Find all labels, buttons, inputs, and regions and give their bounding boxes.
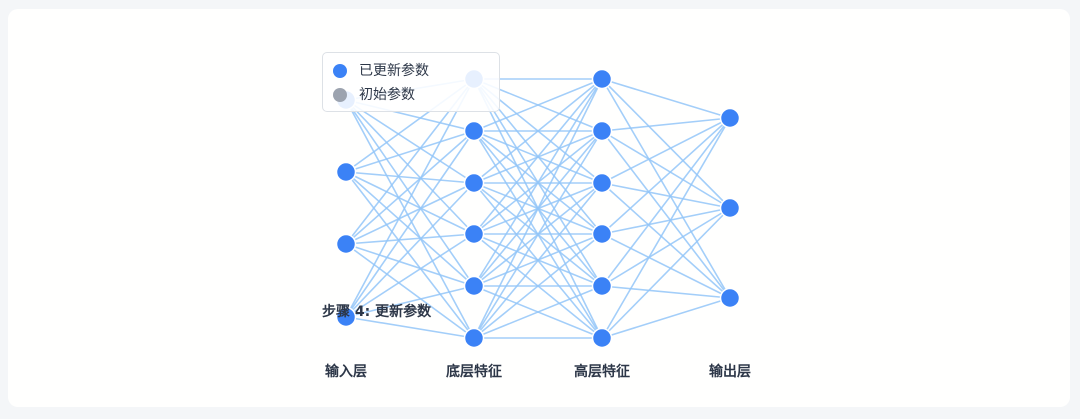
connection-low-1-high-0 [473,78,603,132]
connection-input-0-low-4 [345,99,475,287]
neuron-high-0 [591,68,613,90]
connection-low-2-high-0 [473,78,603,184]
connection-input-1-low-2 [345,171,475,184]
neuron-output-0 [719,107,741,129]
connection-input-2-low-2 [345,182,475,245]
connection-high-4-output-1 [601,207,731,287]
connection-input-2-low-5 [345,243,475,339]
connection-high-2-output-0 [601,117,731,184]
legend-item-updated: 已更新参数 [333,61,429,81]
neuron-high-3 [591,223,613,245]
step-label: 步骤 4: 更新参数 [322,304,432,320]
legend-swatch-initial [333,88,347,102]
connection-high-1-output-2 [601,130,731,299]
connection-input-1-low-4 [345,171,475,287]
connection-input-3-low-4 [345,285,475,318]
neuron-high-1 [591,120,613,142]
neuron-input-1 [335,161,357,183]
connection-input-3-low-3 [345,233,475,318]
layer-label-high-features: 高层特征 [574,364,630,380]
connection-input-1-low-1 [345,130,475,173]
neuron-output-1 [719,197,741,219]
neuron-high-2 [591,172,613,194]
connection-input-0-low-5 [345,99,475,339]
connection-high-3-output-2 [601,233,731,299]
connection-high-3-output-1 [601,207,731,235]
layer-label-output: 输出层 [709,364,751,380]
layer-label-input: 输入层 [325,364,367,380]
connection-low-5-high-4 [473,285,603,339]
legend-item-initial: 初始参数 [333,85,415,105]
connection-input-1-low-3 [345,171,475,235]
connection-high-3-output-0 [601,117,731,235]
neuron-input-2 [335,233,357,255]
neuron-low-2 [463,172,485,194]
connection-high-5-output-1 [601,207,731,339]
connection-low-5-high-0 [473,78,603,339]
connection-input-3-low-0 [345,78,475,318]
connection-high-0-output-0 [601,78,731,119]
connection-high-5-output-2 [601,297,731,339]
connection-low-5-high-3 [473,233,603,339]
neuron-low-5 [463,327,485,349]
connection-high-1-output-0 [601,117,731,132]
neuron-low-1 [463,120,485,142]
connection-high-1-output-1 [601,130,731,209]
connection-low-5-high-1 [473,130,603,339]
connection-input-1-low-5 [345,171,475,339]
neuron-high-5 [591,327,613,349]
legend-label-initial: 初始参数 [359,87,415,103]
connection-input-2-low-3 [345,233,475,245]
neuron-low-3 [463,223,485,245]
connection-input-3-low-5 [345,316,475,339]
connection-high-4-output-2 [601,285,731,299]
neuron-output-2 [719,287,741,309]
legend: 已更新参数 初始参数 [322,52,500,112]
connection-input-2-low-4 [345,243,475,287]
legend-label-updated: 已更新参数 [359,63,429,79]
connection-high-0-output-1 [601,78,731,209]
connection-input-3-low-2 [345,182,475,318]
connection-low-5-high-2 [473,182,603,339]
connection-high-2-output-1 [601,182,731,209]
neuron-high-4 [591,275,613,297]
connection-input-0-low-2 [345,99,475,184]
connection-low-4-high-0 [473,78,603,287]
neuron-input-3 [335,306,357,328]
connection-high-0-output-2 [601,78,731,299]
legend-swatch-updated [333,64,347,78]
connection-input-0-low-3 [345,99,475,235]
connection-input-3-low-1 [345,130,475,318]
connection-low-3-high-0 [473,78,603,235]
connection-high-4-output-0 [601,117,731,287]
neuron-low-4 [463,275,485,297]
connection-high-2-output-2 [601,182,731,299]
connection-input-2-low-1 [345,130,475,245]
connections [345,78,731,339]
layer-label-low-features: 底层特征 [446,364,502,380]
connection-high-5-output-0 [601,117,731,339]
